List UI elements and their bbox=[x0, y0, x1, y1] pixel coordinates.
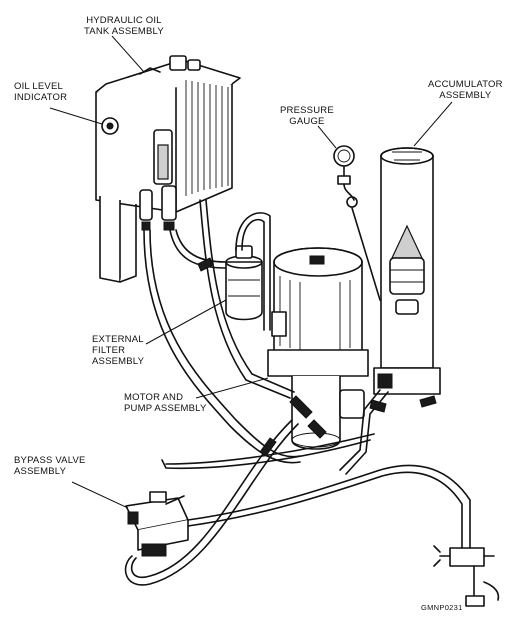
hoses bbox=[124, 199, 500, 607]
label-hydraulic-oil-tank: HYDRAULIC OIL TANK ASSEMBLY bbox=[84, 15, 164, 37]
accumulator bbox=[373, 147, 441, 395]
hydraulic-oil-tank bbox=[95, 55, 241, 283]
label-external-filter-assembly: EXTERNAL FILTER ASSEMBLY bbox=[92, 334, 145, 367]
label-oil-level-indicator: OIL LEVEL INDICATOR bbox=[14, 81, 68, 103]
external-filter bbox=[225, 245, 263, 321]
label-accumulator-assembly: ACCUMULATOR ASSEMBLY bbox=[428, 79, 503, 101]
leader-lines bbox=[49, 35, 453, 509]
motor-pump bbox=[267, 247, 369, 450]
label-motor-and-pump-assembly: MOTOR AND PUMP ASSEMBLY bbox=[124, 392, 207, 414]
label-pressure-gauge: PRESSURE GAUGE bbox=[280, 105, 334, 127]
figure-id: GMNP0231 bbox=[421, 603, 463, 612]
label-bypass-valve-assembly: BYPASS VALVE ASSEMBLY bbox=[14, 455, 86, 477]
bypass-valve bbox=[125, 491, 189, 557]
pressure-gauge bbox=[333, 145, 381, 301]
